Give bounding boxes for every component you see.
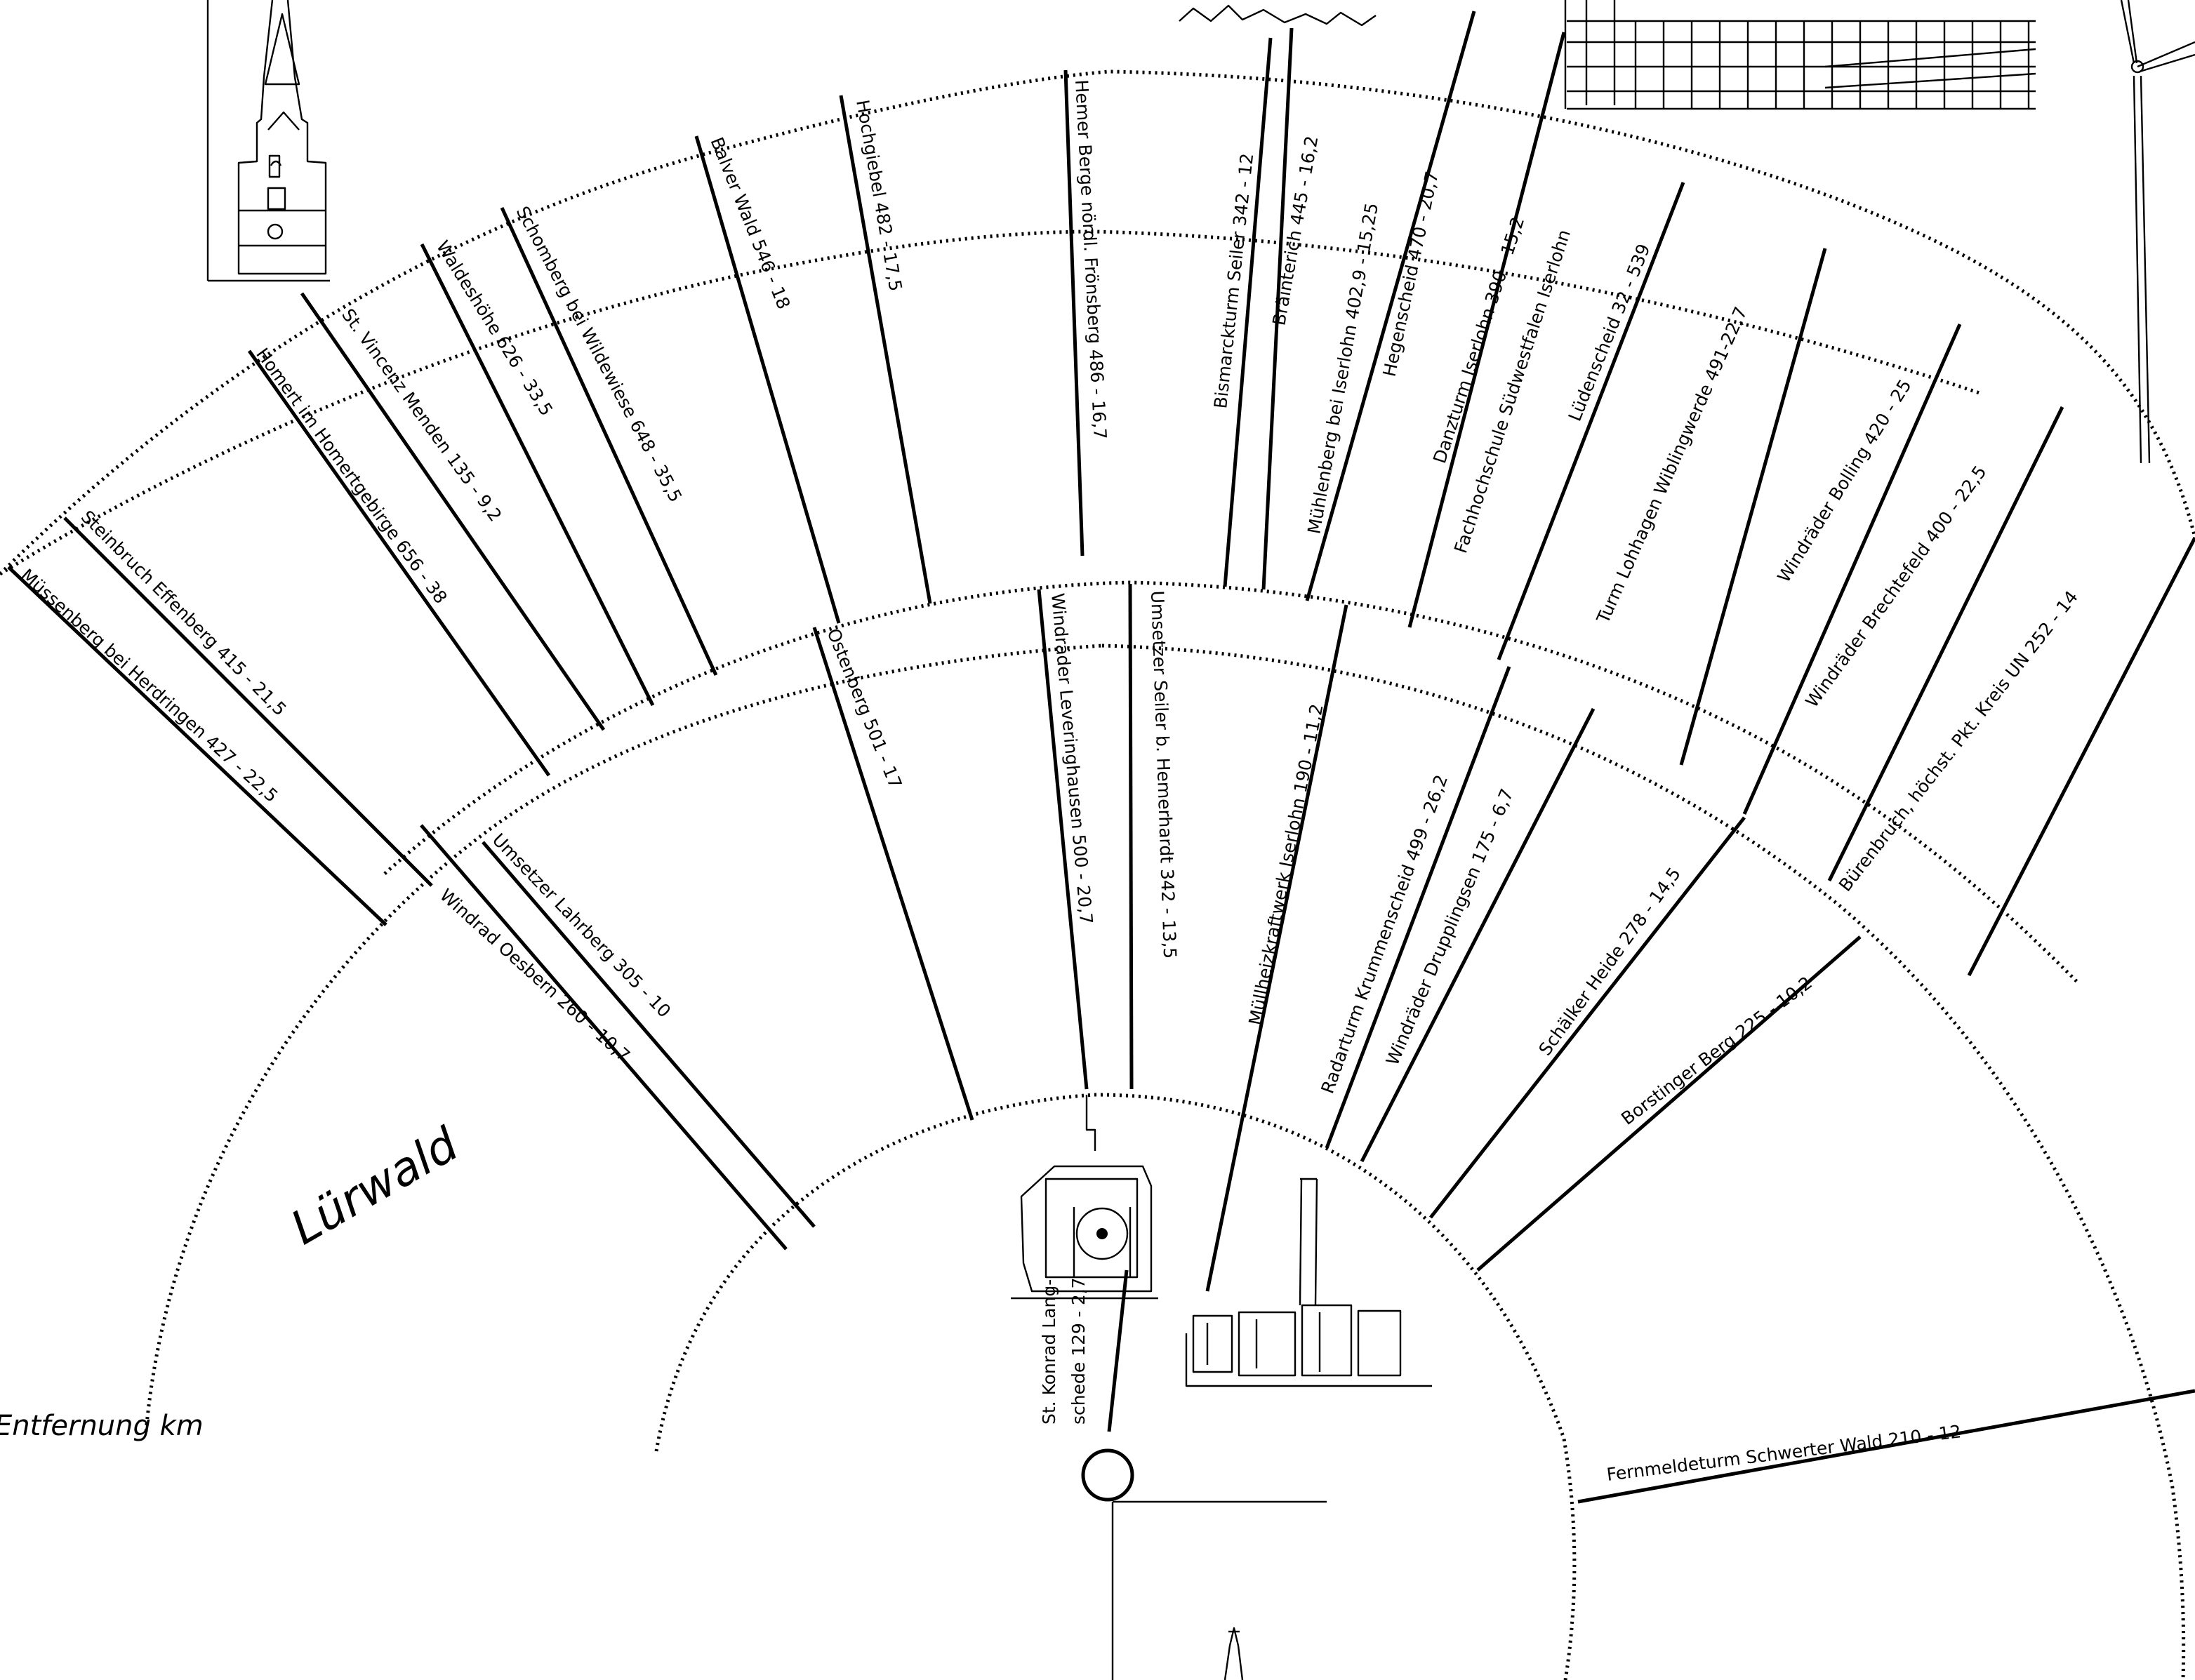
ring-middle [385, 582, 2078, 982]
label-hochgiebel: Hochgiebel 482 - 17,5 [852, 98, 906, 293]
label-muellheizkraftwerk: Müllheizkraftwerk Iserlohn 190 - 11,2 [1245, 702, 1327, 1027]
legend-label: Entfernung km [0, 1410, 204, 1442]
ray-homert [249, 351, 549, 775]
label-umsetzer-lahrberg: Umsetzer Lahrberg 305 - 10 [489, 829, 675, 1022]
ray-luedenscheid [1499, 182, 1683, 660]
label-st-konrad-line1: St. Konrad Lang- [1039, 1279, 1059, 1425]
label-st-konrad-line2: schede 129 - 2,7 [1068, 1277, 1089, 1425]
label-braeinterich: Bräinterich 445 - 16,2 [1268, 134, 1322, 327]
label-windrad-oesbern: Windrad Oesbern 260 - 10,7 [436, 885, 634, 1066]
label-schaelker-heide: Schälker Heide 278 - 14,5 [1534, 864, 1685, 1060]
region-label: Lürwald [282, 1116, 468, 1255]
label-steinbruch-effenberg: Steinbruch Effenberg 415 - 21,5 [77, 507, 291, 720]
label-radarturm: Radarturm Krummenscheid 499 - 26,2 [1317, 772, 1452, 1096]
ray-umsetzer-lahrberg [483, 842, 814, 1227]
label-hegenscheid: Hegenscheid 470 - 20,7 [1379, 169, 1443, 378]
ray-st-konrad [1109, 1270, 1127, 1432]
clock-monument-sketch-icon [1011, 1095, 1158, 1298]
ray-windraeder-drupplingsen [1362, 709, 1593, 1161]
ray-balver-wald [696, 136, 839, 623]
label-windraeder-bolling: Windräder Bolling 420 - 25 [1773, 375, 1915, 586]
label-balver-wald: Balver Wald 546 - 18 [706, 134, 794, 312]
city-buildings-sketch-icon [1179, 0, 2036, 109]
wind-turbine-sketch-icon [2121, 0, 2195, 463]
ray-umsetzer-seiler [1130, 584, 1132, 1089]
ray-buerenbruch [1969, 538, 2195, 975]
ray-steinbruch-effenberg [65, 518, 432, 886]
ring-lower-left [146, 646, 1102, 1432]
chapel-sketch-icon [1113, 1502, 1327, 1680]
label-homert: Homert im Homertgebirge 656 - 38 [252, 344, 451, 607]
label-fernmeldeturm: Fernmeldeturm Schwerter Wald 210 - 12 [1605, 1421, 1962, 1485]
ray-muehlenberg [1307, 11, 1474, 601]
target-rays [8, 11, 2195, 1502]
ray-radarturm [1327, 667, 1509, 1148]
observer-point [1083, 1451, 1132, 1500]
label-schomberg: Schomberg bei Wildewiese 648 - 35,5 [512, 203, 687, 505]
label-muehlenberg: Mühlenberg bei Iserlohn 402,9 - 15,25 [1304, 201, 1382, 535]
church-tower-sketch-icon [208, 0, 330, 281]
ray-schomberg [502, 208, 716, 675]
ray-st-vincenz [302, 293, 604, 730]
ring-lower-right [1102, 646, 2184, 1680]
label-ostenberg: Ostenberg 501 - 17 [823, 625, 906, 791]
label-luedenscheid: Lüdenscheid 32 - 539 [1565, 241, 1654, 424]
label-umsetzer-seiler: Umsetzer Seiler b. Hemerhardt 342 - 13,5 [1147, 590, 1180, 959]
label-borstinger-berg: Borstinger Berg 225 - 10,2 [1617, 973, 1816, 1129]
ray-ostenberg [814, 627, 972, 1120]
label-danzturm: Danzturm Iserlohn 390 - 15,2 [1429, 214, 1528, 466]
